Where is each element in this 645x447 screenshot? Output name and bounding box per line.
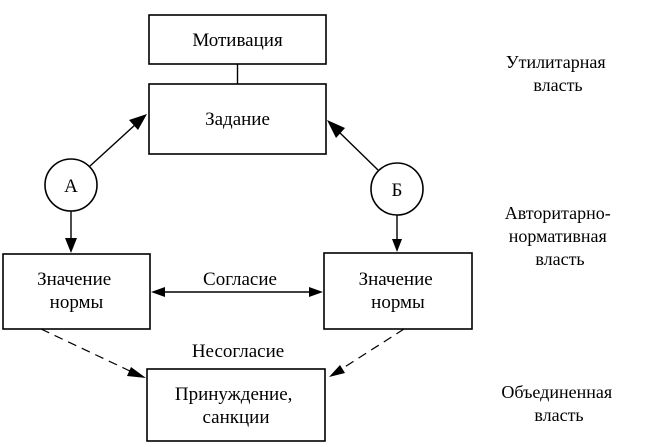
norm-right-line-1: Значение (359, 269, 433, 290)
side-label-combined: Объединенная власть (501, 382, 616, 425)
task-label: Задание (205, 109, 270, 130)
circle-a-label: А (64, 176, 78, 197)
side-label-authoritarian: Авторитарно- нормативная власть (505, 203, 616, 269)
coercion-label: Принуждение, санкции (175, 384, 297, 428)
arrow-b-to-task (327, 120, 379, 171)
circle-b-label: Б (392, 180, 403, 201)
coercion-line-1: Принуждение, (175, 384, 293, 405)
coercion-line-2: санкции (202, 407, 269, 428)
norm-left-node: Значение нормы (2, 253, 151, 330)
motivation-node: Мотивация (148, 14, 327, 65)
circle-b-node: Б (370, 162, 424, 216)
authoritarian-line-3: власть (535, 249, 584, 269)
dashed-arrow-left (40, 328, 146, 378)
utilitarian-line-1: Утилитарная (506, 52, 606, 72)
motivation-label: Мотивация (192, 30, 283, 51)
norm-left-line-1: Значение (37, 269, 111, 290)
authoritarian-line-2: нормативная (509, 226, 607, 246)
norm-left-label: Значение нормы (37, 269, 116, 313)
disagreement-label: Несогласие (192, 341, 284, 362)
authoritarian-line-1: Авторитарно- (505, 203, 611, 223)
agreement-label: Согласие (203, 269, 277, 290)
combined-line-1: Объединенная (501, 382, 612, 402)
arrow-b-to-norm-right (392, 215, 402, 252)
circle-a-node: А (44, 158, 98, 212)
agreement-arrow: Согласие (151, 269, 323, 297)
norm-right-label: Значение нормы (359, 269, 438, 313)
utilitarian-line-2: власть (533, 75, 582, 95)
arrow-a-to-task (89, 114, 147, 167)
norm-left-line-2: нормы (50, 292, 104, 313)
norm-right-node: Значение нормы (323, 252, 473, 330)
coercion-node: Принуждение, санкции (146, 368, 326, 442)
dashed-arrow-right (329, 328, 405, 377)
side-label-utilitarian: Утилитарная власть (506, 52, 610, 95)
combined-line-2: власть (534, 405, 583, 425)
norm-right-line-2: нормы (371, 292, 425, 313)
task-node: Задание (148, 83, 327, 155)
arrow-a-to-norm-left (65, 211, 77, 253)
